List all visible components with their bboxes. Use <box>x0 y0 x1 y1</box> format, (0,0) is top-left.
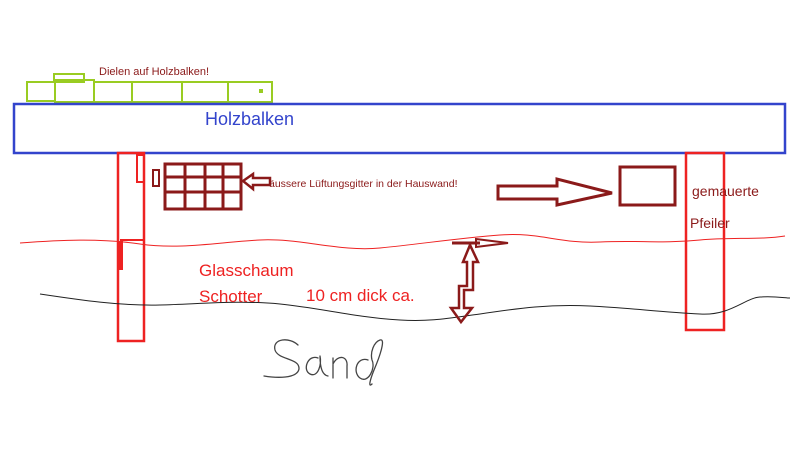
floor-boards <box>26 73 273 103</box>
handwritten-sand <box>263 339 384 386</box>
sand-letter-d <box>355 339 384 386</box>
arrow-right <box>496 177 613 207</box>
right-pillar <box>684 151 726 332</box>
label-holzbalken: Holzbalken <box>205 109 294 129</box>
arrow-to-grille <box>240 171 272 192</box>
holzbalken-beam <box>12 102 787 155</box>
thickness-top-arrowhead <box>475 237 509 249</box>
label-glasschaum: Glasschaum <box>199 261 293 280</box>
label-schotter: Schotter <box>199 287 263 306</box>
sand-letter-a <box>305 355 329 377</box>
label-luftung: äussere Lüftungsgitter in der Hauswand! <box>269 178 458 190</box>
thickness-double-arrow <box>448 241 480 325</box>
label-dielen: Dielen auf Holzbalken! <box>99 66 209 78</box>
floor-board <box>181 81 229 103</box>
sand-letter-s <box>263 339 300 378</box>
left-pillar <box>116 151 146 343</box>
floor-board <box>26 81 56 102</box>
thickness-marker <box>448 237 509 325</box>
floor-board <box>93 81 133 103</box>
sand-letter-n <box>332 356 348 379</box>
floor-board-dot <box>259 89 263 93</box>
glasschaum-top-line <box>19 234 786 250</box>
floor-board <box>131 81 183 103</box>
grille-frame <box>163 162 243 211</box>
floor-board-raised <box>53 73 85 83</box>
label-pfeiler: Pfeiler <box>690 215 730 231</box>
left-pillar-fill <box>118 241 123 270</box>
right-grille-box <box>618 165 677 207</box>
label-gemauerte: gemauerte <box>692 183 759 199</box>
sand-top-line <box>39 293 791 322</box>
left-pillar-slot <box>136 154 145 183</box>
floor-board <box>227 81 273 103</box>
ventilation-grille <box>152 162 243 211</box>
grille-tab <box>152 169 160 187</box>
floor-board <box>54 79 95 103</box>
label-dicke: 10 cm dick ca. <box>306 286 415 305</box>
